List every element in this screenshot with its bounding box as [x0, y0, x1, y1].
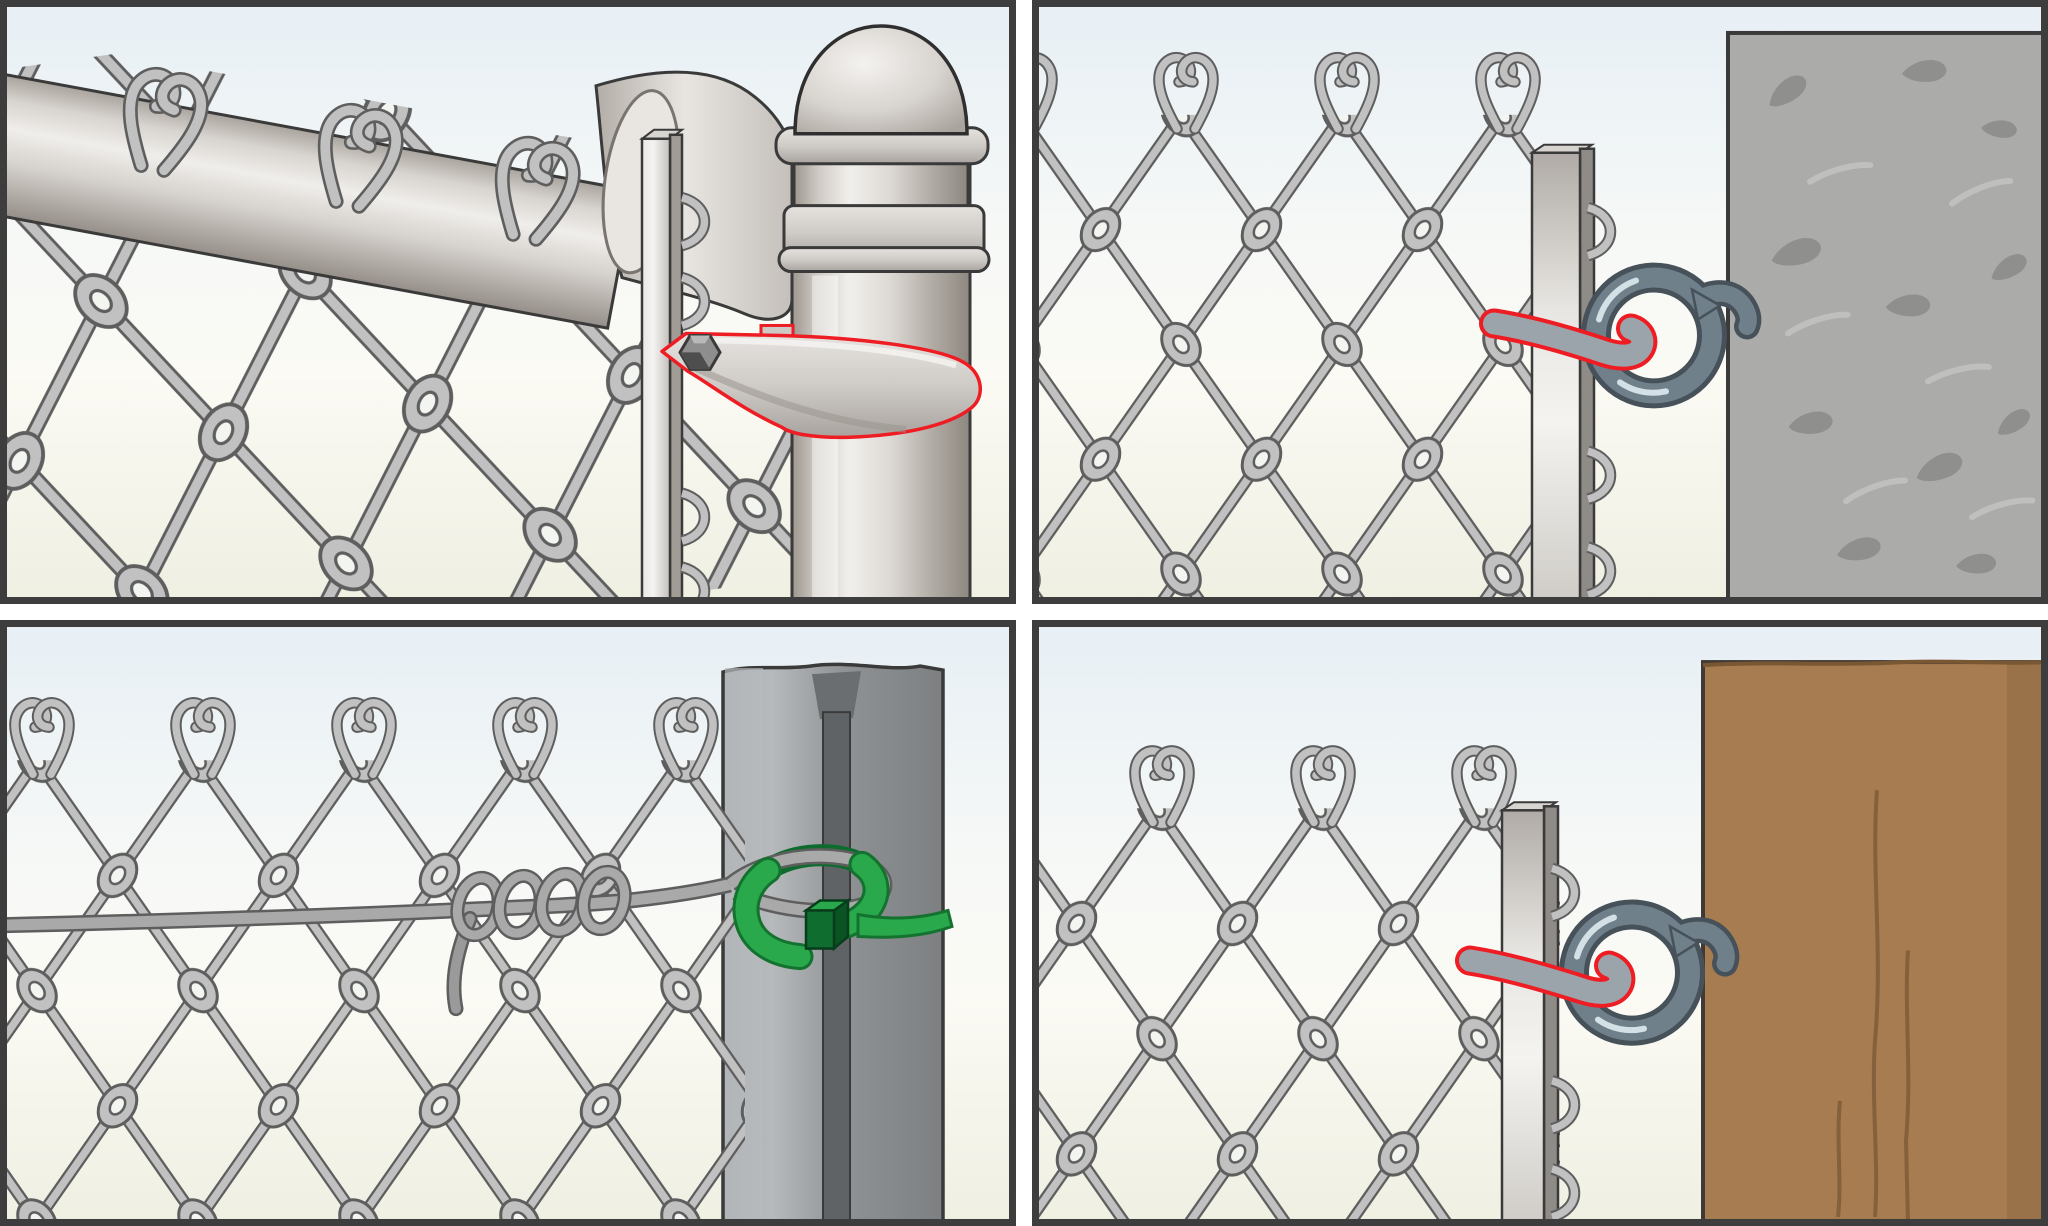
panel-border — [1032, 0, 2048, 604]
panel-concrete-wall-eye-bolt — [1032, 0, 2048, 604]
post-neck — [792, 158, 970, 214]
panel-round-post-brace-band — [0, 0, 1016, 604]
chain-link-mesh — [1032, 808, 1560, 1224]
wire-tie — [1479, 308, 1658, 371]
chain-link-mesh — [1032, 114, 1592, 603]
tension-bar — [1528, 143, 1596, 604]
wood-shade — [2007, 664, 2043, 1222]
t-post-rib — [822, 711, 851, 1225]
panel-border — [1032, 620, 2048, 1226]
concrete-wall — [1726, 30, 2047, 604]
dome-post-cap — [793, 24, 969, 136]
tension-bar — [639, 128, 685, 604]
collar-lip — [777, 246, 991, 274]
t-post-rib-top — [812, 671, 861, 720]
panel-wood-post-eye-bolt — [1032, 620, 2048, 1226]
tension-bar — [1498, 801, 1560, 1226]
wire-tie — [1455, 945, 1636, 1008]
cable-tie-buckle — [802, 898, 852, 952]
panel-border — [0, 620, 1016, 1226]
round-terminal-post — [774, 24, 991, 604]
brace-band — [660, 331, 982, 440]
chain-link-mesh — [0, 760, 745, 1224]
wood-top-edge — [1702, 659, 2044, 668]
tension-wire — [0, 864, 732, 1017]
cable-tie-tail — [856, 908, 954, 939]
panel-border — [0, 0, 1016, 604]
wire-coil-splice — [450, 864, 632, 943]
wood-grain-cracks — [1836, 790, 1911, 1223]
wood-post — [1701, 659, 2047, 1226]
hex-bolt-head — [678, 333, 722, 371]
cable-tie — [732, 850, 954, 971]
panel-t-post-cable-tie — [0, 620, 1016, 1226]
